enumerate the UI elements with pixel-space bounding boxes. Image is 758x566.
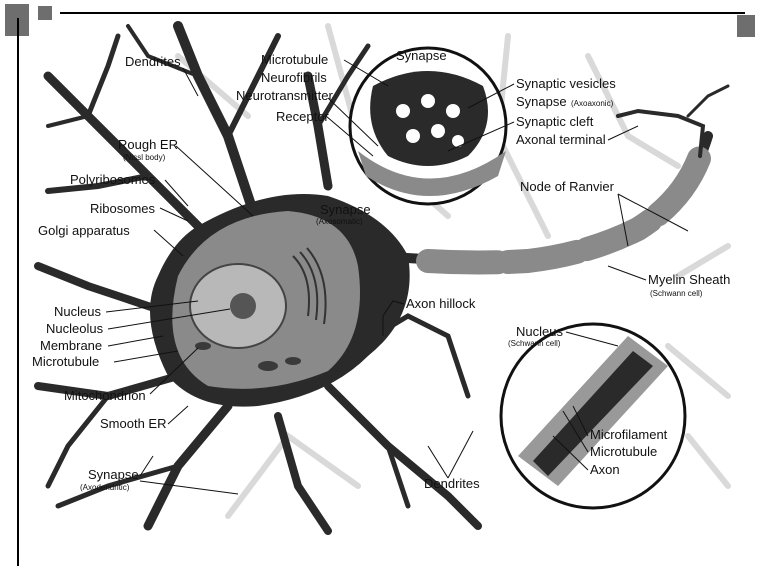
label-node-of-ranvier: Node of Ranvier [520, 179, 615, 194]
label-axon-hillock: Axon hillock [406, 296, 476, 311]
label-microtubule-top: Microtubule [261, 52, 328, 67]
label-myelin-sheath: Myelin Sheath [648, 272, 730, 287]
label-nucleus: Nucleus [54, 304, 101, 319]
neuron-diagram: Dendrites Microtubule Neurofibrils Neuro… [28, 16, 738, 536]
label-axon: Axon [590, 462, 620, 477]
label-neurofibrils: Neurofibrils [261, 70, 327, 85]
label-golgi: Golgi apparatus [38, 223, 130, 238]
label-receptor: Receptor [276, 109, 329, 124]
label-microtubule-axon: Microtubule [590, 444, 657, 459]
label-synapse-inset: Synapse [396, 48, 447, 63]
label-synapse-axosomatic-sub: (Axosomatic) [316, 217, 363, 226]
label-rough-er-sub: (Nissl body) [123, 153, 166, 162]
label-membrane: Membrane [40, 338, 102, 353]
label-dendrites-top: Dendrites [125, 54, 181, 69]
label-dendrites-bottom: Dendrites [424, 476, 480, 491]
frame-left-rule [17, 18, 19, 566]
label-nucleus-schwann: Nucleus [516, 324, 563, 339]
label-myelin-sheath-sub: (Schwann cell) [650, 289, 703, 298]
label-smooth-er: Smooth ER [100, 416, 166, 431]
label-polyribosomes: Polyribosomes [70, 172, 156, 187]
label-synapse-axodendritic: Synapse [88, 467, 139, 482]
label-synaptic-vesicles: Synaptic vesicles [516, 76, 616, 91]
label-synapse-axosomatic: Synapse [320, 202, 371, 217]
neuron-svg: Dendrites Microtubule Neurofibrils Neuro… [28, 16, 738, 536]
frame-top-rule [60, 12, 745, 14]
synapse-inset-terminal [370, 71, 488, 166]
label-neurotransmitter: Neurotransmitter [236, 88, 333, 103]
label-synapse-axoaxonic-sub: (Axoaxonic) [571, 99, 614, 108]
label-ribosomes: Ribosomes [90, 201, 156, 216]
label-mitochondrion: Mitochondrion [64, 388, 146, 403]
label-synapse-axoaxonic: Synapse [516, 94, 567, 109]
label-microtubule-left: Microtubule [32, 354, 99, 369]
label-microfilament: Microfilament [590, 427, 668, 442]
label-rough-er: Rough ER [118, 137, 178, 152]
label-nucleolus: Nucleolus [46, 321, 104, 336]
label-axonal-terminal: Axonal terminal [516, 132, 606, 147]
frame-corner-top-right [737, 15, 755, 37]
label-synapse-axodendritic-sub: (Axodendritic) [80, 483, 130, 492]
label-nucleus-schwann-sub: (Schwann cell) [508, 339, 561, 348]
label-synaptic-cleft: Synaptic cleft [516, 114, 594, 129]
nucleolus-shape [230, 293, 256, 319]
